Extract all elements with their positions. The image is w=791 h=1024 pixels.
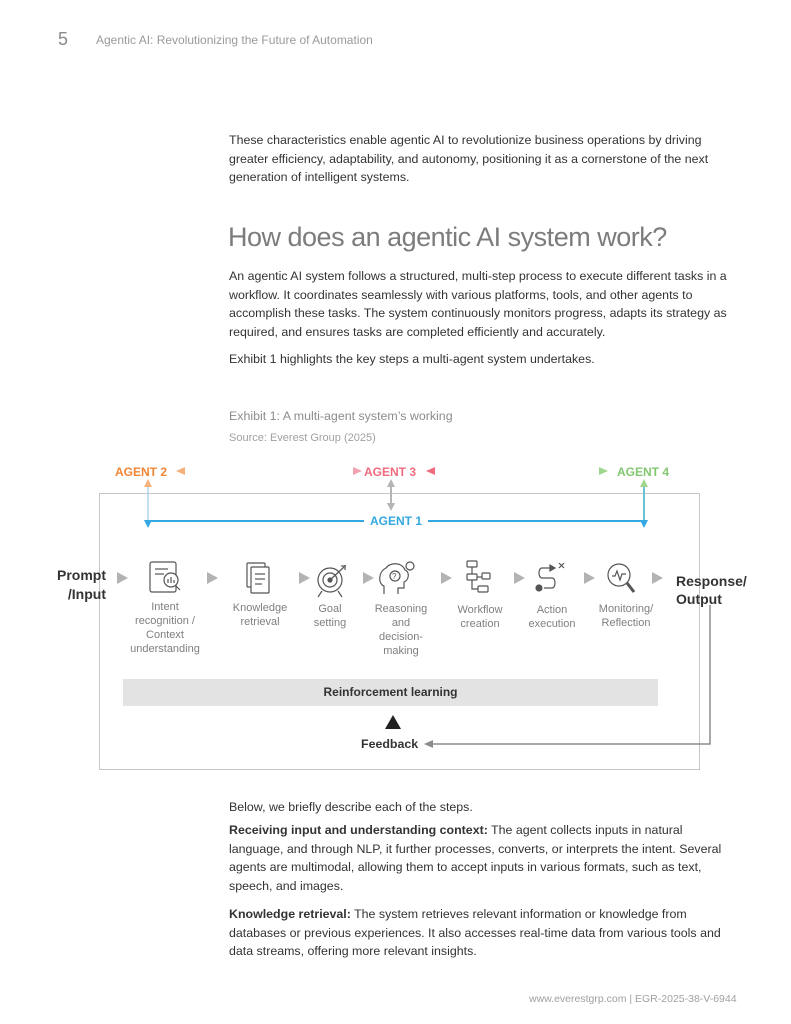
step-label-goal: Goal setting <box>313 603 347 629</box>
response-output-label: Response/ Output <box>676 572 747 608</box>
agent1-label: AGENT 1 <box>364 514 429 528</box>
steps-intro: Below, we briefly describe each of the s… <box>229 800 473 814</box>
knowledge-retrieval-text: The system retrieves relevant informatio… <box>229 907 721 958</box>
exhibit-title: Exhibit 1: A multi-agent system’s workin… <box>229 409 453 423</box>
flow-arrows <box>117 572 663 584</box>
prompt-input-label: Prompt /Input <box>40 566 106 604</box>
agent3-label: AGENT 3 <box>364 465 417 479</box>
feedback-label: Feedback <box>361 737 419 751</box>
response-label-line2: Output <box>676 591 722 607</box>
diagram-frame <box>99 493 700 770</box>
exhibit-source: Source: Everest Group (2025) <box>229 432 376 444</box>
agent2-agent1-link <box>144 479 152 528</box>
prompt-label-line1: Prompt <box>57 567 106 583</box>
action-execution-icon <box>535 562 565 592</box>
knowledge-retrieval-lead: Knowledge retrieval: <box>229 907 351 921</box>
agent3-agent4-link <box>426 467 608 475</box>
workflow-creation-icon <box>466 560 491 593</box>
feedback-loop <box>424 605 711 748</box>
agent2-label: AGENT 2 <box>115 465 168 479</box>
section-paragraph-1: An agentic AI system follows a structure… <box>229 269 727 339</box>
step-label-monitoring: Monitoring/ Reflection <box>598 603 654 629</box>
knowledge-retrieval-icon <box>246 562 270 594</box>
step-label-workflow: Workflow creation <box>457 604 503 630</box>
step-label-intent: Intent recognition / Context understandi… <box>130 601 200 655</box>
reasoning-icon: ? <box>379 561 415 594</box>
step-label-action: Action execution <box>528 604 576 630</box>
section-heading: How does an agentic AI system work? <box>228 222 667 252</box>
response-label-line1: Response/ <box>676 573 747 589</box>
page-number: 5 <box>58 29 69 49</box>
knowledge-retrieval-paragraph: Knowledge retrieval: The system retrieve… <box>229 905 739 961</box>
svg-text:?: ? <box>392 572 397 581</box>
receiving-input-text: The agent collects inputs in natural lan… <box>229 823 722 893</box>
reinforcement-learning-bar: Reinforcement learning <box>123 679 658 706</box>
footer-text: www.everestgrp.com | EGR-2025-38-V-6944 <box>529 993 737 1005</box>
section-paragraph-2: Exhibit 1 highlights the key steps a mul… <box>229 352 595 366</box>
agent2-agent3-link <box>176 467 362 475</box>
step-label-reasoning: Reasoning and decision-making <box>374 603 428 657</box>
receiving-input-paragraph: Receiving input and understanding contex… <box>229 821 739 895</box>
monitoring-icon <box>607 563 636 593</box>
intro-paragraph: These characteristics enable agentic AI … <box>229 133 709 184</box>
running-title: Agentic AI: Revolutionizing the Future o… <box>96 33 373 47</box>
feedback-up-triangle <box>385 715 401 729</box>
goal-setting-icon <box>317 565 346 598</box>
prompt-label-line2: /Input <box>67 586 106 602</box>
agent4-label: AGENT 4 <box>617 465 670 479</box>
intent-recognition-icon <box>149 561 181 593</box>
step-label-knowledge: Knowledge retrieval <box>232 602 288 628</box>
agent3-agent1-link <box>387 479 395 511</box>
receiving-input-lead: Receiving input and understanding contex… <box>229 823 488 837</box>
